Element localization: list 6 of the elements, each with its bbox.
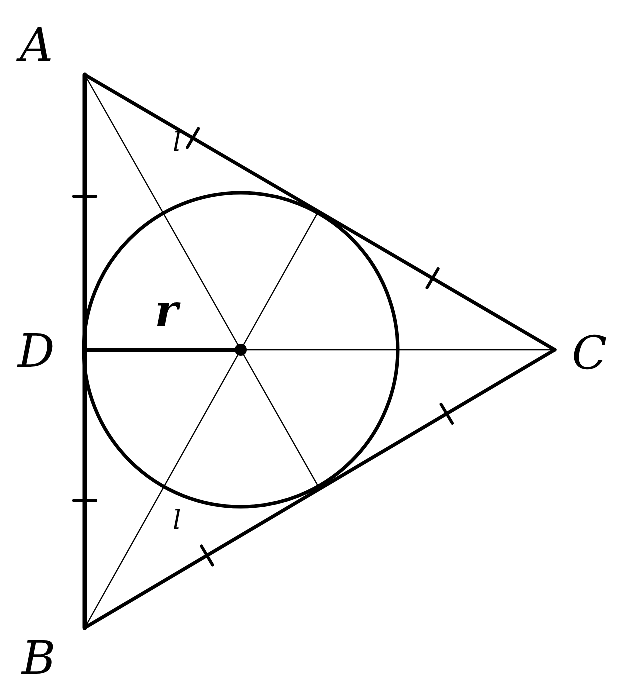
length-label: l xyxy=(173,508,182,534)
point-label: C xyxy=(572,330,608,376)
point-label: D xyxy=(18,328,55,374)
point-label: B xyxy=(22,635,56,681)
length-label: r xyxy=(155,290,178,334)
length-label: l xyxy=(173,130,182,156)
